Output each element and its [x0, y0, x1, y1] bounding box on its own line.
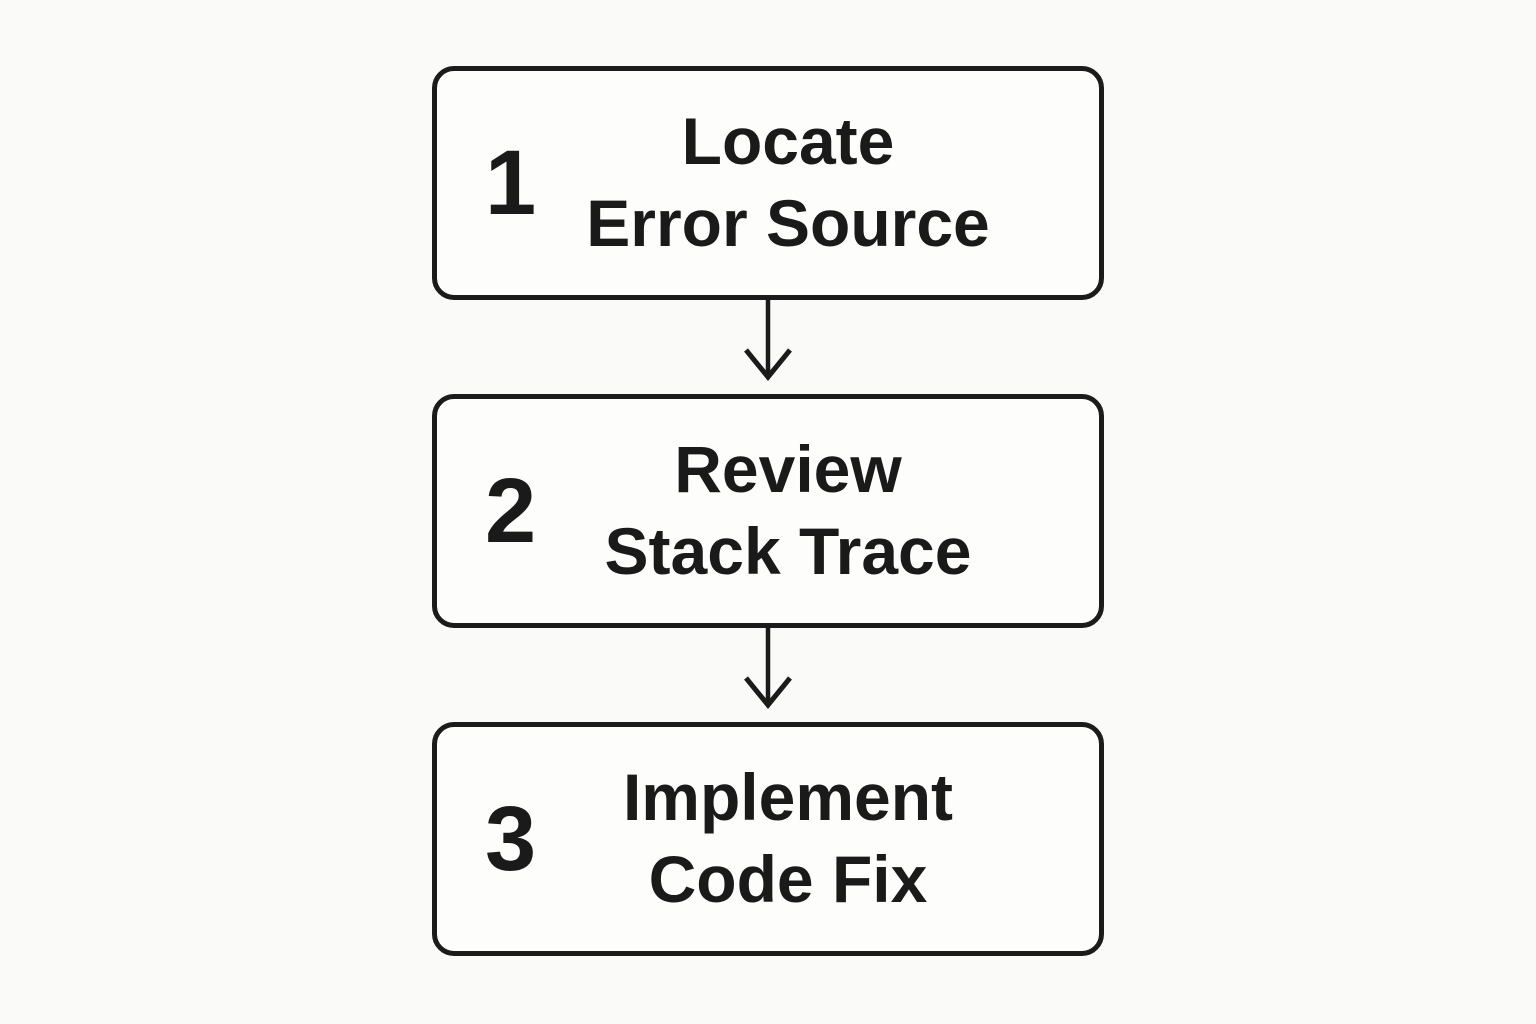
step-title: Review Stack Trace: [477, 399, 1099, 623]
step-title-line1: Locate: [681, 104, 895, 179]
step-title: Locate Error Source: [477, 71, 1099, 295]
step-node-1: 1 Locate Error Source: [432, 66, 1104, 300]
step-title-line2: Code Fix: [648, 842, 928, 916]
arrow-down-icon: [736, 628, 800, 722]
step-title: Implement Code Fix: [477, 727, 1099, 951]
step-title-line2: Stack Trace: [604, 514, 972, 588]
step-number: 2: [485, 460, 537, 562]
step-title-line2: Error Source: [586, 186, 990, 260]
arrow-down-icon: [736, 300, 800, 394]
step-number: 1: [485, 132, 537, 234]
step-node-3: 3 Implement Code Fix: [432, 722, 1104, 956]
step-title-line1: Implement: [622, 760, 954, 835]
step-title-line1: Review: [674, 432, 902, 507]
step-number: 3: [485, 788, 537, 890]
step-node-2: 2 Review Stack Trace: [432, 394, 1104, 628]
